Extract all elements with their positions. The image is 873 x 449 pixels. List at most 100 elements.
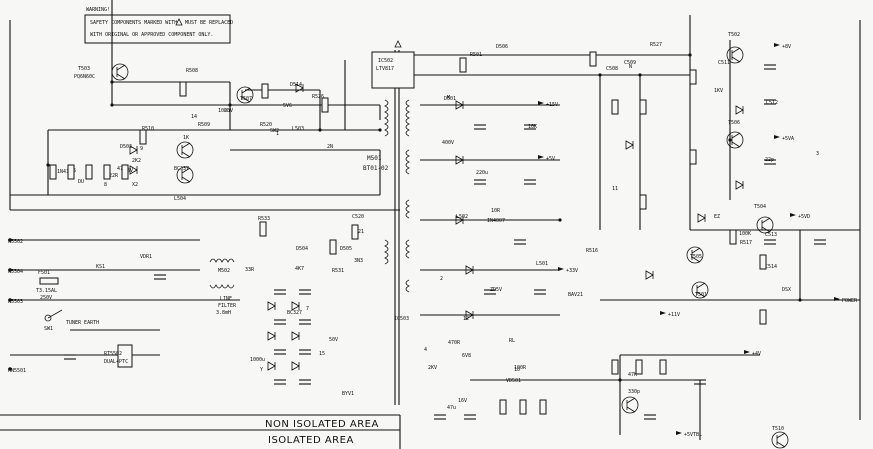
resistor-icon xyxy=(519,399,527,415)
component-ref-c509: C509 xyxy=(624,60,636,66)
component-ref-r517: R517 xyxy=(740,240,752,246)
posistor-type: DUAL+PTC xyxy=(104,359,128,365)
output-label: +33V xyxy=(566,268,578,274)
output-arrow-icon xyxy=(660,311,666,315)
component-ref-d503: D503 xyxy=(120,144,132,150)
component-ref-t506: T506 xyxy=(728,120,740,126)
connector-pin xyxy=(8,367,12,371)
resistor-icon xyxy=(611,99,619,115)
warning-line2: WITH ORIGINAL OR APPROVED COMPONENT ONLY… xyxy=(90,32,213,38)
posistor-ref: RT5502 xyxy=(104,351,122,357)
component-ref-t502: T502 xyxy=(728,32,740,38)
component-ref-l501: L501 xyxy=(536,261,548,267)
component-value: 11 xyxy=(612,186,618,192)
junction-dot xyxy=(8,268,12,272)
fuse-voltage: 250V xyxy=(40,295,52,301)
component-value: 1000u xyxy=(250,357,265,363)
component-ref-l504: L504 xyxy=(174,196,186,202)
transistor-collector xyxy=(696,282,706,289)
resistor-icon xyxy=(459,57,467,73)
resistor-icon xyxy=(759,309,767,325)
component-value: 2KV xyxy=(428,365,437,371)
component-value: 5V6 xyxy=(283,103,292,109)
junction-dot xyxy=(46,163,50,167)
component-ref-ic3: IC503 xyxy=(394,316,409,322)
resistor-icon xyxy=(729,229,737,245)
junction-dot xyxy=(618,378,622,382)
connector-label: N5502 xyxy=(8,239,23,245)
warning-title: WARNING! xyxy=(86,7,110,13)
junction-dot xyxy=(110,80,114,84)
component-value: 1 xyxy=(276,131,279,137)
junction-dot xyxy=(228,103,232,107)
diode-icon xyxy=(645,270,654,280)
component-value: 2K2 xyxy=(132,158,141,164)
diode-icon xyxy=(455,155,464,165)
diode-icon xyxy=(267,301,276,311)
output-label: +5VTBL xyxy=(684,432,702,438)
component-ref-r508: R508 xyxy=(186,68,198,74)
connector-pin xyxy=(8,298,12,302)
component-value: 400V xyxy=(442,140,454,146)
transistor-emitter xyxy=(691,256,701,263)
component-value: 6V8 xyxy=(462,353,471,359)
component-value: ZD5V xyxy=(490,287,502,293)
component-value: 9 xyxy=(140,146,143,152)
output-arrow-icon xyxy=(558,267,564,271)
transistor-icon xyxy=(726,46,744,64)
junction-dot xyxy=(598,73,602,77)
ac-input-section: F501 T3.15AL 250V M502 LINE FILTER 3.8mH… xyxy=(10,239,240,368)
component-value: 8 xyxy=(104,182,107,188)
component-ref-pq: PQ6N60C xyxy=(74,74,95,80)
diode-icon xyxy=(291,301,300,311)
transistor-icon xyxy=(236,86,254,104)
component-ref-c508: C508 xyxy=(606,66,618,72)
filter-ref: M502 xyxy=(218,268,230,274)
component-value: Y xyxy=(260,367,263,373)
warning-line1b: MUST BE REPLACED xyxy=(185,20,233,26)
output-arrow-icon xyxy=(774,43,780,47)
diode-icon xyxy=(129,145,138,155)
safety-triangle-icon xyxy=(394,40,402,48)
transistor-emitter xyxy=(761,226,771,233)
component-value: 10K xyxy=(528,124,537,130)
component-value: 100u xyxy=(218,108,230,114)
component-value: BC337 xyxy=(174,166,189,172)
transistor-icon xyxy=(621,396,639,414)
diode-icon xyxy=(291,331,300,341)
transistor-icon xyxy=(726,131,744,149)
component-value: SW2 xyxy=(270,128,279,134)
output-arrow-icon xyxy=(538,101,544,105)
diode-icon xyxy=(295,83,304,93)
transistor-collector xyxy=(116,64,126,71)
output-label: POWER xyxy=(842,298,858,304)
transistor-icon xyxy=(691,281,709,299)
primary-wiring xyxy=(9,0,400,211)
diode-icon xyxy=(735,105,744,115)
transistor-collector xyxy=(776,432,786,439)
non-isolated-label: NON ISOLATED AREA xyxy=(265,419,379,430)
component-ref-t507: T507 xyxy=(240,96,252,102)
transistor-collector xyxy=(626,397,636,404)
diode-icon xyxy=(267,331,276,341)
component-ref-d505: D505 xyxy=(340,246,352,252)
component-value: 33R xyxy=(245,267,255,273)
output-arrow-icon xyxy=(790,213,796,217)
switch-contact-icon xyxy=(44,314,52,322)
resistor-icon xyxy=(539,399,547,415)
transistor-emitter xyxy=(626,406,636,413)
transistor-emitter xyxy=(181,176,191,183)
junction-dot xyxy=(318,128,322,132)
transistor-collector xyxy=(181,167,191,174)
component-ref-r533: R533 xyxy=(258,216,270,222)
switch-ref: SW1 xyxy=(44,326,53,332)
junction-dot xyxy=(110,103,114,107)
component-value: 15 xyxy=(319,351,325,357)
diode-icon xyxy=(455,100,464,110)
warning-notice: WARNING! SAFETY COMPONENTS MARKED WITH M… xyxy=(84,7,233,44)
component-value: 25V xyxy=(224,108,233,114)
transformer-ref: M501 xyxy=(367,155,382,162)
fuse-f501 xyxy=(39,277,59,285)
